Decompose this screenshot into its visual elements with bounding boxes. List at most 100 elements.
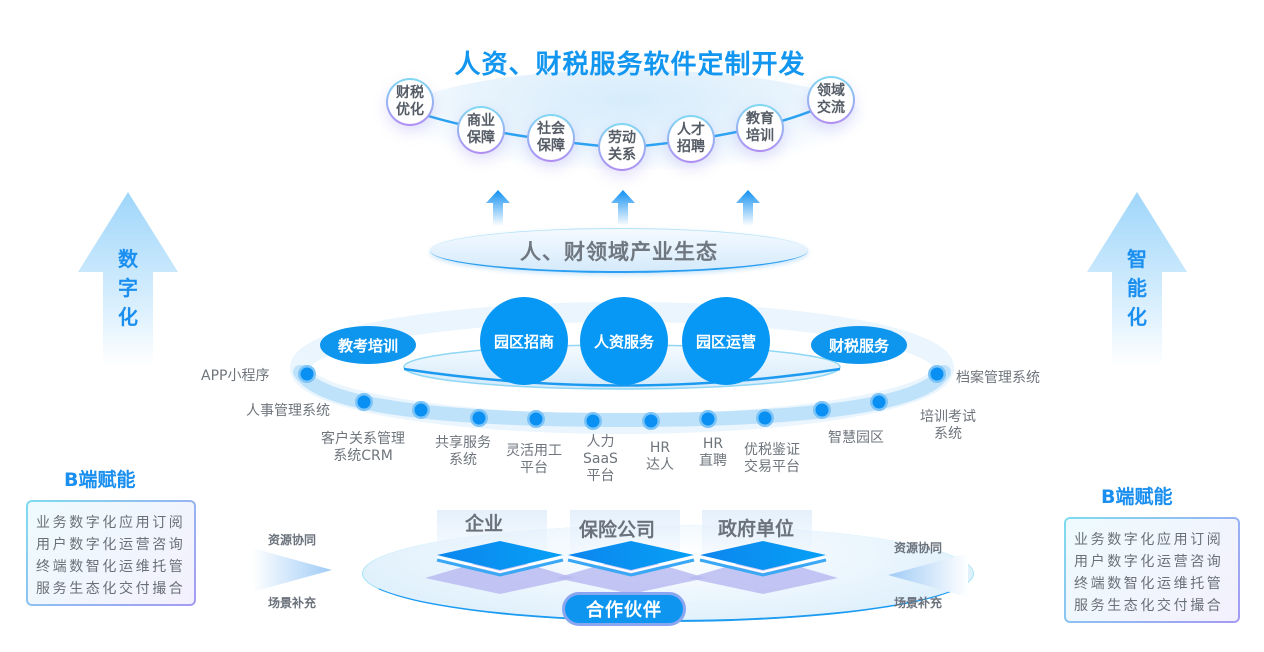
system-label-line: APP小程序: [201, 368, 270, 384]
b-panel-line: 服务生态化交付撮合: [1074, 598, 1224, 614]
system-label-flexible-work: 灵活用工平台: [506, 443, 562, 477]
orbit-node-dot: [586, 414, 600, 428]
core-service-label: 园区招商: [493, 332, 554, 351]
orbit-node-dot: [930, 367, 944, 381]
main-title: 人资、财税服务软件定制开发: [454, 50, 806, 80]
system-label-line: 灵活用工: [506, 443, 562, 459]
top-node-label: 社会保障: [537, 121, 565, 154]
system-label-smart-park: 智慧园区: [828, 430, 884, 447]
top-node-domain-exchange: 领域交流: [807, 76, 855, 124]
arrow-char: 智: [1127, 247, 1147, 271]
service-label: 教考培训: [337, 336, 398, 355]
system-label-line: 交易平台: [744, 459, 800, 475]
partner-tile-icon: [556, 541, 706, 594]
ecosystem-label: 人、财领域产业生态: [520, 240, 718, 264]
partner-label-enterprise: 企业: [464, 513, 503, 535]
orbit-node-dot: [701, 412, 715, 426]
orbit-node-dot: [300, 367, 314, 381]
b-panel-right-title: B端赋能: [1101, 486, 1173, 508]
orbit-node-dot: [815, 403, 829, 417]
flow-label-scenario-left: 场景补充: [268, 596, 317, 610]
b-panel-right: 业务数字化应用订阅 用户数字化运营咨询 终端数智化运维托管 服务生态化交付撮合: [1064, 517, 1240, 623]
up-arrow-icon: [611, 190, 635, 226]
orbit-node-dot: [872, 395, 886, 409]
inner-platform-edge: [403, 367, 841, 387]
top-node-label: 财税优化: [396, 85, 424, 118]
arrow-char: 数: [118, 247, 138, 271]
system-label-line: 达人: [646, 457, 674, 473]
partner-label-government: 政府单位: [717, 518, 794, 540]
up-arrow-icon: [486, 190, 510, 226]
up-arrow-icon: [736, 190, 760, 226]
top-node-label: 领域交流: [817, 83, 845, 116]
core-service-park-operation: 园区运营: [682, 297, 770, 385]
partner-tile-icon: [425, 541, 575, 594]
b-panel-line: 终端数智化运维托管: [1074, 576, 1224, 592]
digitalization-label: 数 字 化: [113, 245, 143, 332]
b-panel-left-title: B端赋能: [64, 469, 136, 491]
top-node-social-security: 社会保障: [527, 114, 575, 162]
flow-label-resource-left: 资源协同: [268, 533, 317, 547]
partner-tile-icon: [688, 541, 838, 594]
system-label-line: 平台: [586, 468, 615, 484]
system-label-crm: 客户关系管理系统CRM: [321, 431, 405, 465]
orbit-node-dot: [414, 403, 428, 417]
system-label-line: 档案管理系统: [956, 370, 1040, 386]
service-tax: 财税服务: [811, 326, 907, 364]
partners-badge: 合作伙伴: [562, 592, 686, 626]
orbit-node-dot: [357, 395, 371, 409]
top-node-label: 人才招聘: [677, 122, 705, 155]
system-label-line: 直聘: [699, 453, 727, 469]
system-label-line: 共享服务: [435, 435, 491, 451]
top-node-labor-relations: 劳动关系: [598, 123, 646, 171]
flow-wedge-right-icon: [252, 548, 332, 592]
system-label-app: APP小程序: [201, 368, 269, 385]
orbit-node-dot: [758, 411, 772, 425]
orbit-node-dot: [644, 414, 658, 428]
intelligence-arrow-icon: [1087, 192, 1187, 367]
system-label-line: 客户关系管理: [321, 431, 405, 447]
system-label-exam-system: 培训考试系统: [920, 409, 976, 443]
arrow-char: 能: [1127, 276, 1147, 300]
core-service-label: 人资服务: [593, 332, 654, 351]
system-label-line: 系统: [449, 452, 477, 468]
system-label-line: HR: [649, 440, 671, 456]
orbit-node-dot: [472, 411, 486, 425]
system-label-hr-management: 人事管理系统: [246, 403, 330, 420]
b-panel-line: 用户数字化运营咨询: [36, 537, 186, 553]
core-service-label: 园区运营: [695, 332, 756, 351]
system-label-line: 培训考试: [920, 409, 976, 425]
system-label-archive: 档案管理系统: [956, 370, 1040, 387]
system-label-line: HR: [702, 436, 724, 452]
system-label-line: 优税鉴证: [744, 442, 800, 458]
system-label-line: SaaS: [583, 451, 618, 467]
system-label-shared-service: 共享服务系统: [435, 435, 491, 469]
system-label-line: 人事管理系统: [246, 403, 330, 419]
top-node-label: 教育培训: [746, 111, 774, 144]
system-label-line: 人力: [586, 434, 615, 450]
core-service-park-investment: 园区招商: [480, 297, 568, 385]
flow-wedge-left-icon: [888, 553, 968, 597]
top-node-commercial-insurance: 商业保障: [457, 106, 505, 154]
intelligence-label: 智 能 化: [1122, 245, 1152, 332]
orbit-node-dot: [529, 412, 543, 426]
system-label-tax-verification: 优税鉴证交易平台: [744, 442, 800, 476]
flow-label-resource-right: 资源协同: [894, 541, 943, 555]
system-label-line: 智慧园区: [828, 430, 884, 446]
system-label-line: 系统: [934, 426, 962, 442]
arrow-char: 化: [118, 305, 138, 329]
digitalization-arrow-icon: [78, 192, 178, 367]
arrow-char: 化: [1127, 305, 1147, 329]
service-label: 财税服务: [828, 336, 889, 355]
b-panel-line: 终端数智化运维托管: [36, 559, 186, 575]
top-node-label: 商业保障: [467, 113, 495, 146]
ecosystem-ring: [430, 228, 808, 273]
arrow-char: 字: [118, 276, 138, 300]
top-node-talent-recruitment: 人才招聘: [667, 115, 715, 163]
b-panel-line: 业务数字化应用订阅: [36, 515, 186, 531]
core-service-hr: 人资服务: [580, 297, 668, 385]
orbit-band: [293, 365, 951, 428]
top-node-tax-optimization: 财税优化: [386, 78, 434, 126]
service-exam-training: 教考培训: [320, 326, 416, 364]
